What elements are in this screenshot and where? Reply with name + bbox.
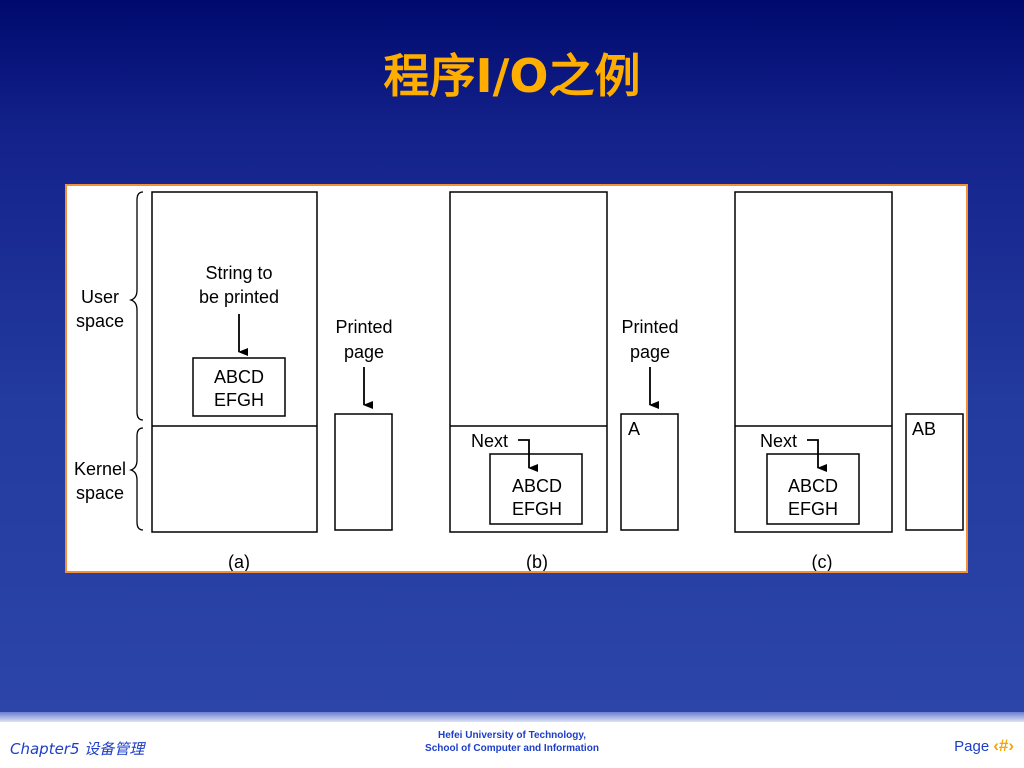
next-label-c: Next: [760, 431, 797, 451]
printed-page-b-content: A: [628, 419, 640, 439]
user-space-brace: [128, 191, 144, 531]
printed-page-c: [905, 413, 964, 531]
memory-box-c: [734, 191, 893, 533]
caption-b: (b): [526, 552, 548, 571]
page-number-field: ‹#›: [993, 736, 1014, 755]
printed-page-c-content: AB: [912, 419, 936, 439]
page-label: Page: [954, 738, 990, 755]
memory-box-a: [151, 191, 318, 533]
slide-footer: Chapter5 设备管理 Hefei University of Techno…: [0, 722, 1024, 768]
memory-box-b: [449, 191, 608, 533]
institution-line-2: School of Computer and Information: [425, 743, 599, 754]
kernel-buffer-c: [766, 453, 860, 525]
next-label-b: Next: [471, 431, 508, 451]
slide-title: 程序I/O之例: [383, 49, 641, 103]
caption-a: (a): [228, 552, 250, 571]
caption-c: (c): [812, 552, 833, 571]
kernel-buffer-b: [489, 453, 583, 525]
next-arrow-c: [807, 439, 827, 472]
page-number: Page‹#›: [954, 736, 1014, 756]
chapter-label: Chapter5 设备管理: [10, 740, 145, 758]
printed-page-a: [334, 413, 393, 531]
user-buffer-a: [192, 357, 286, 417]
institution-label: Hefei University of Technology, School o…: [362, 729, 662, 755]
footer-divider: [0, 712, 1024, 722]
printed-page-b: [620, 413, 679, 531]
institution-line-1: Hefei University of Technology,: [438, 730, 586, 741]
next-arrow-b: [518, 439, 538, 472]
